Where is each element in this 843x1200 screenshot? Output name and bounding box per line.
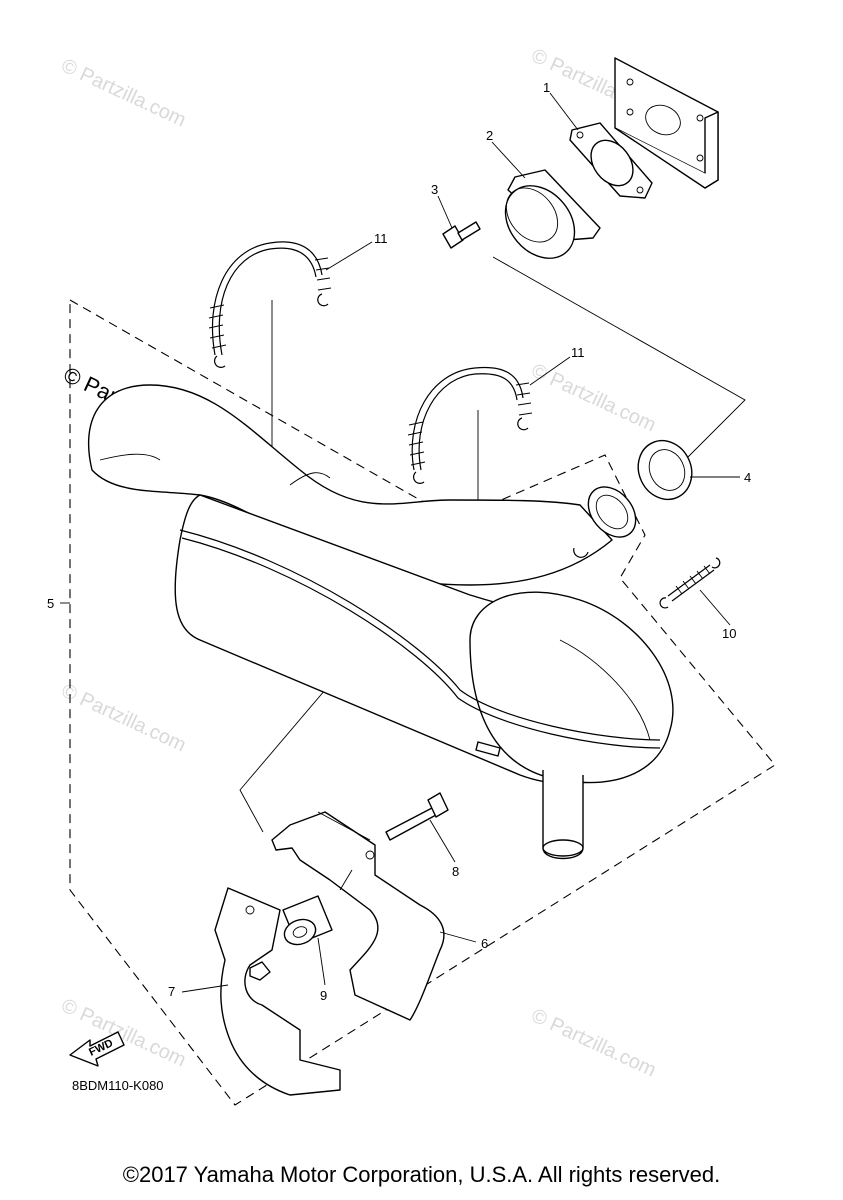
callout-1: 1 [543,80,550,95]
copyright-notice: ©2017 Yamaha Motor Corporation, U.S.A. A… [122,1162,721,1187]
spring-small [573,547,721,609]
engine-flange-block [614,57,719,189]
callout-9: 9 [320,988,327,1003]
callout-11-upper: 11 [374,231,388,246]
callout-6: 6 [481,936,488,951]
ring-gasket [637,439,693,501]
assembly-outline [69,299,776,1106]
muffler-assembly [87,384,674,860]
gasket [569,122,653,199]
watermark: © Partzilla.com [58,55,189,132]
bolt-3 [442,221,481,249]
exhaust-joint [504,169,601,259]
spring-lower [407,366,533,484]
callout-7: 7 [168,984,175,999]
watermark: © Partzilla.com [528,1005,659,1082]
bolt-8 [385,792,449,841]
watermark: © Partzilla.com [58,680,189,757]
callout-4: 4 [744,470,751,485]
callout-10: 10 [722,626,736,641]
diagram-code: 8BDM110-K080 [72,1078,164,1093]
callouts: 1 2 3 4 5 6 7 8 9 10 11 11 [47,80,751,1003]
fwd-arrow: FWD [69,1031,125,1067]
leader-lines [181,92,740,993]
lower-bracket [214,887,341,1096]
bracket [271,811,445,1021]
spring-upper [208,241,332,368]
watermark: © Partzilla.com [58,995,189,1072]
callout-2: 2 [486,128,493,143]
callout-3: 3 [431,182,438,197]
collar [282,895,333,946]
callout-5: 5 [47,596,54,611]
callout-11-lower: 11 [571,345,585,360]
watermark: © Partzilla.com [528,360,659,437]
callout-8: 8 [452,864,459,879]
